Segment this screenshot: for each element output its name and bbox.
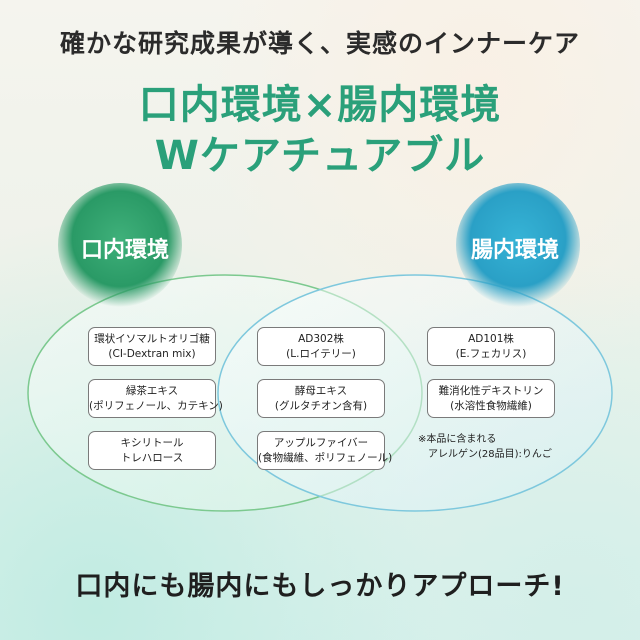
oral-circle-label: 口内環境 (80, 238, 169, 263)
ingredient-detail: (ポリフェノール、カテキン) (89, 399, 223, 412)
ingredient-name: キシリトール (120, 436, 184, 449)
bottom-slogan: 口内にも腸内にもしっかりアプローチ! (75, 571, 565, 602)
oral-badge (58, 183, 182, 307)
ingredient-name: 環状イソマルトオリゴ糖 (94, 332, 210, 345)
allergen-note-line-1: ※本品に含まれる (418, 434, 497, 445)
gut-circle-label: 腸内環境 (470, 238, 559, 263)
ingredient-name: アップルファイバー (273, 436, 369, 449)
ingredient-detail: (食物繊維、ポリフェノール) (258, 451, 393, 464)
ingredient-box-ad302: AD302株 (L.ロイテリー) (257, 327, 385, 366)
ingredient-box-apple-fiber: アップルファイバー (食物繊維、ポリフェノール) (257, 431, 393, 470)
allergen-note: ※本品に含まれる アレルゲン(28品目):りんご (418, 432, 598, 462)
ingredient-box-xylitol: キシリトール トレハロース (88, 431, 216, 470)
tagline: 確かな研究成果が導く、実感のインナーケア (59, 29, 580, 58)
ingredient-box-green-tea: 緑茶エキス (ポリフェノール、カテキン) (88, 379, 223, 418)
ingredient-name: 難消化性デキストリン (438, 384, 544, 397)
ingredient-box-ad101: AD101株 (E.フェカリス) (427, 327, 555, 366)
ingredient-detail: (CI-Dextran mix) (108, 347, 196, 360)
ingredient-box-dextrin: 難消化性デキストリン (水溶性食物繊維) (427, 379, 555, 418)
title-line-1: 口内環境×腸内環境 (138, 82, 502, 128)
ingredient-detail: トレハロース (120, 451, 184, 464)
ingredient-name: 酵母エキス (294, 384, 348, 397)
ingredient-name: AD101株 (468, 332, 514, 345)
ingredient-box-yeast-extract: 酵母エキス (グルタチオン含有) (257, 379, 385, 418)
ingredient-box-cyclic-isomalto: 環状イソマルトオリゴ糖 (CI-Dextran mix) (88, 327, 216, 366)
ingredient-name: 緑茶エキス (125, 384, 179, 397)
title-line-2: Wケアチュアブル (154, 133, 486, 179)
ingredient-name: AD302株 (298, 332, 344, 345)
ingredient-detail: (E.フェカリス) (455, 347, 527, 360)
ingredient-detail: (L.ロイテリー) (286, 347, 356, 360)
allergen-note-line-2: アレルゲン(28品目):りんご (428, 449, 552, 460)
ingredient-detail: (水溶性食物繊維) (450, 399, 532, 412)
ingredient-detail: (グルタチオン含有) (274, 399, 368, 412)
gut-badge (456, 183, 580, 307)
